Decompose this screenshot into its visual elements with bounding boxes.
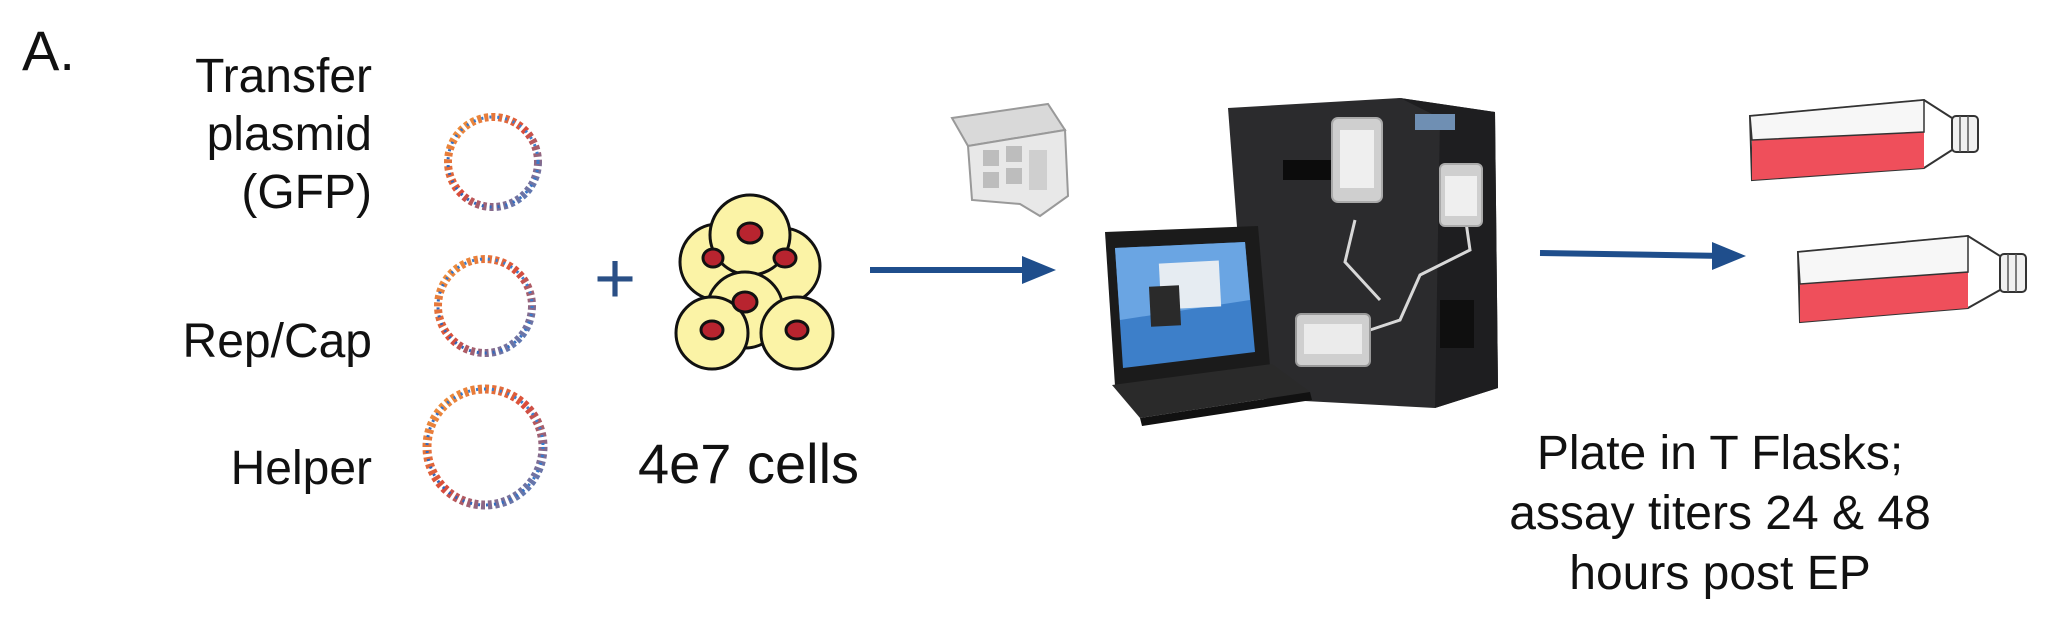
panel-letter: A.	[22, 19, 75, 82]
t-flask-icon-top	[1748, 98, 1979, 182]
outcome-text: Plate in T Flasks; assay titers 24 & 48 …	[1460, 424, 1980, 604]
helper-plasmid-label: Helper	[230, 442, 372, 495]
cartridge-icon	[950, 102, 1070, 218]
transfer-plasmid-icon	[444, 113, 542, 211]
cells-count-label: 4e7 cells	[638, 432, 860, 495]
outcome-line-3: hours post EP	[1569, 547, 1871, 600]
t-flask-icon-bottom	[1796, 234, 2027, 324]
arrow-to-device	[870, 256, 1056, 284]
electroporation-device-icon	[1228, 98, 1498, 408]
transfer-plasmid-label-line-2: plasmid	[206, 108, 372, 161]
transfer-plasmid-label-line-3: (GFP)	[241, 166, 372, 219]
plus-sign: +	[594, 239, 637, 319]
repcap-plasmid-label: Rep/Cap	[182, 315, 372, 368]
laptop-icon	[1105, 226, 1312, 426]
cell-cluster-icon	[674, 193, 835, 371]
transfer-plasmid-label-line-1: Transfer	[195, 50, 372, 103]
outcome-line-1: Plate in T Flasks;	[1536, 427, 1904, 480]
outcome-line-2: assay titers 24 & 48	[1509, 487, 1931, 540]
transfer-plasmid-label: Transfer plasmid (GFP)	[112, 48, 372, 222]
helper-plasmid-icon	[422, 384, 548, 510]
arrow-to-flasks	[1539, 242, 1746, 270]
repcap-plasmid-icon	[434, 255, 536, 357]
